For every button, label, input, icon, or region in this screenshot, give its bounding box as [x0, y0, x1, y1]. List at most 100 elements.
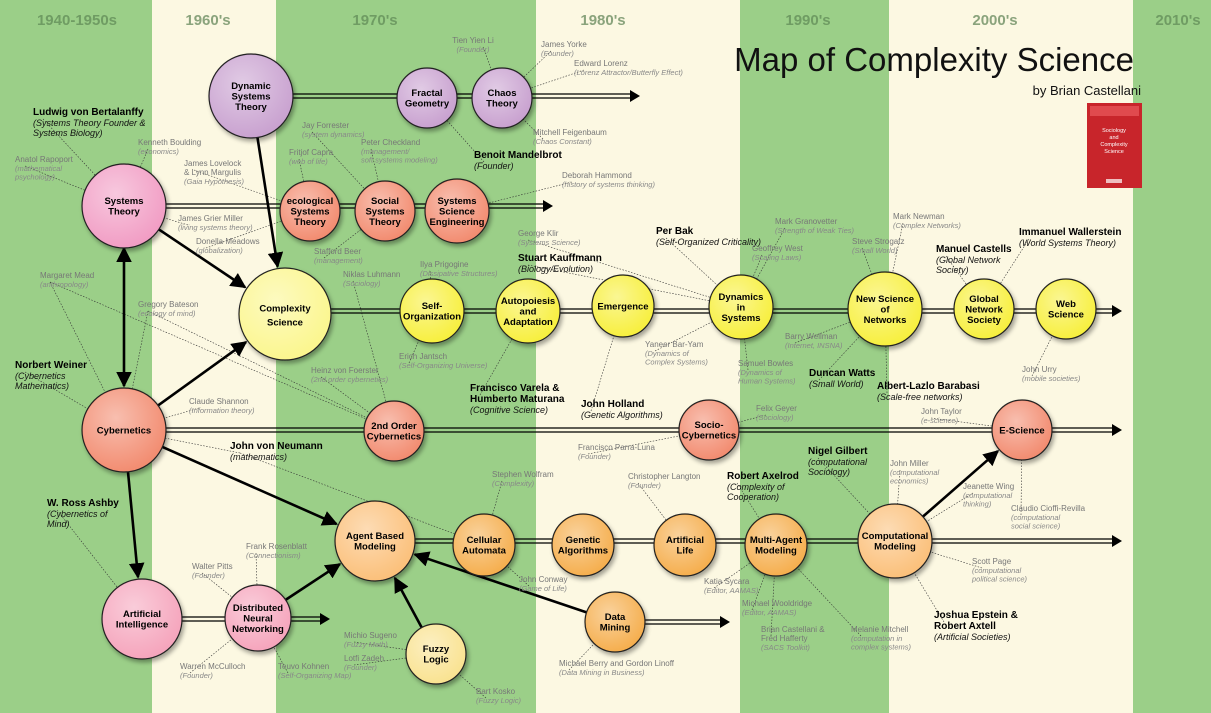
person-geoffrey-west: Geoffrey West(Scaling Laws) [752, 244, 804, 262]
person-note: (Chaos Constant) [533, 137, 592, 146]
person-name: Joshua Epstein &Robert Axtell [934, 610, 1018, 632]
person-michio-sugeno: Michio Sugeno(Fuzzy Math) [344, 631, 397, 649]
person-name: Donella Meadows [196, 237, 260, 246]
influence-arrow [161, 445, 339, 526]
person-name: Nigel Gilbert [808, 446, 868, 457]
node-sheen [586, 593, 644, 651]
node-sheen [226, 586, 290, 650]
timeline-arrowhead [1112, 535, 1122, 547]
timeline-arrowhead [543, 200, 553, 212]
person-james-lovelock-lynn-margulis: James Lovelock& Lynn Margulis(Gaia Hypot… [184, 159, 245, 186]
person-note: (Small World) [809, 379, 864, 389]
person-per-bak: Per Bak(Self-Organized Criticality) [656, 226, 761, 247]
person-name: Robert Axelrod [727, 471, 799, 482]
person-christopher-langton: Christopher Langton(Founder) [628, 472, 701, 490]
person-mitchell-feigenbaum: Mitchell Feigenbaum(Chaos Constant) [533, 128, 607, 146]
node-sheen [955, 280, 1013, 338]
person-name: Per Bak [656, 226, 694, 237]
node-self-organization: Self-Organization [399, 278, 465, 344]
page-author: by Brian Castellani [1033, 83, 1141, 98]
node-sheen [401, 280, 463, 342]
person-name: W. Ross Ashby [47, 498, 119, 509]
person-name: Brian Castellani &Fred Hafferty [761, 625, 825, 643]
person-frank-rosenblatt: Frank Rosenblatt(Connectionism) [246, 542, 308, 560]
person-name: Margaret Mead [40, 271, 94, 280]
person-note: (Founder) [628, 481, 661, 490]
person-note: (SACS Toolkit) [761, 643, 810, 652]
node-sheen [356, 182, 414, 240]
person-note: (Founder) [457, 45, 490, 54]
influence-line [818, 308, 886, 381]
person-name: Kenneth Boulding [138, 138, 201, 147]
person-name: John Holland [581, 399, 644, 410]
person-albert-lazlo-barabasi: Albert-Lazlo Barabasi(Scale-free network… [877, 381, 980, 402]
person-note: (Genetic Algorithms) [581, 410, 663, 420]
person-name: Samuel Bowles [738, 359, 793, 368]
person-note: (Scaling Laws) [752, 253, 802, 262]
person-note: (Systems Theory Founder &Systems Biology… [33, 118, 146, 138]
person-niklas-luhmann: Niklas Luhmann(Sociology) [343, 270, 400, 288]
decade-label-2010-s: 2010's [1155, 12, 1200, 29]
node-sheen [849, 273, 921, 345]
person-peter-checkland: Peter Checkland(management/soft systems … [361, 138, 438, 165]
influence-line [637, 482, 686, 546]
person-note: (Complexity) [492, 479, 535, 488]
person-edward-lorenz: Edward Lorenz(Lorenz Attractor/Butterfly… [574, 59, 683, 77]
person-michael-berry-and-gordon-linoff: Michael Berry and Gordon Linoff(Data Min… [559, 659, 675, 677]
person-name: Ludwig von Bertalanffy [33, 107, 144, 118]
person-michael-wooldridge: Michael Wooldridge(Editor, AAMAS) [742, 599, 813, 617]
node-label: Socio-Cybernetics [682, 420, 736, 442]
person-name: Jay Forrester [302, 121, 349, 130]
influence-line [1031, 308, 1067, 377]
person-note: (Editor, AAMAS) [742, 608, 797, 617]
person-note: (Biology/Evolution) [518, 264, 593, 274]
influence-line [49, 281, 395, 432]
influence-arrow [157, 341, 248, 407]
person-stafford-beer: Stafford Beer(management) [314, 247, 363, 265]
person-note: (ecology of mind) [138, 309, 196, 318]
node-socio-cybernetics: Socio-Cybernetics [678, 399, 740, 461]
person-note: (Strength of Weak Ties) [775, 226, 854, 235]
person-note: (mathematics) [230, 452, 287, 462]
person-name: Gregory Bateson [138, 300, 198, 309]
person-note: (Founder) [192, 571, 225, 580]
person-note: (Editor, AAMAS) [704, 586, 759, 595]
person-name: John von Neumann [230, 441, 323, 452]
influence-arrow [256, 137, 284, 269]
person-joshua-epstein-robert-axtell: Joshua Epstein &Robert Axtell(Artificial… [934, 610, 1018, 642]
person-name: Ilya Prigogine [420, 260, 469, 269]
person-name: Steve Strogatz [852, 237, 904, 246]
person-name: Walter Pitts [192, 562, 233, 571]
person-john-holland: John Holland(Genetic Algorithms) [581, 399, 663, 420]
timeline-arrowhead [630, 90, 640, 102]
person-james-grier-miller: James Grier Miller(living systems theory… [178, 214, 253, 232]
person-name: Barry Wellman [785, 332, 837, 341]
influence-arrow [158, 228, 247, 289]
person-ludwig-von-bertalanffy: Ludwig von Bertalanffy(Systems Theory Fo… [33, 107, 146, 138]
node-sheen [655, 515, 715, 575]
person-note: (Founder) [578, 452, 611, 461]
person-name: Frank Rosenblatt [246, 542, 308, 551]
person-name: Yaneer Bar-Yam [645, 340, 704, 349]
node-sheen [281, 182, 339, 240]
person-note: (Founder) [344, 663, 377, 672]
